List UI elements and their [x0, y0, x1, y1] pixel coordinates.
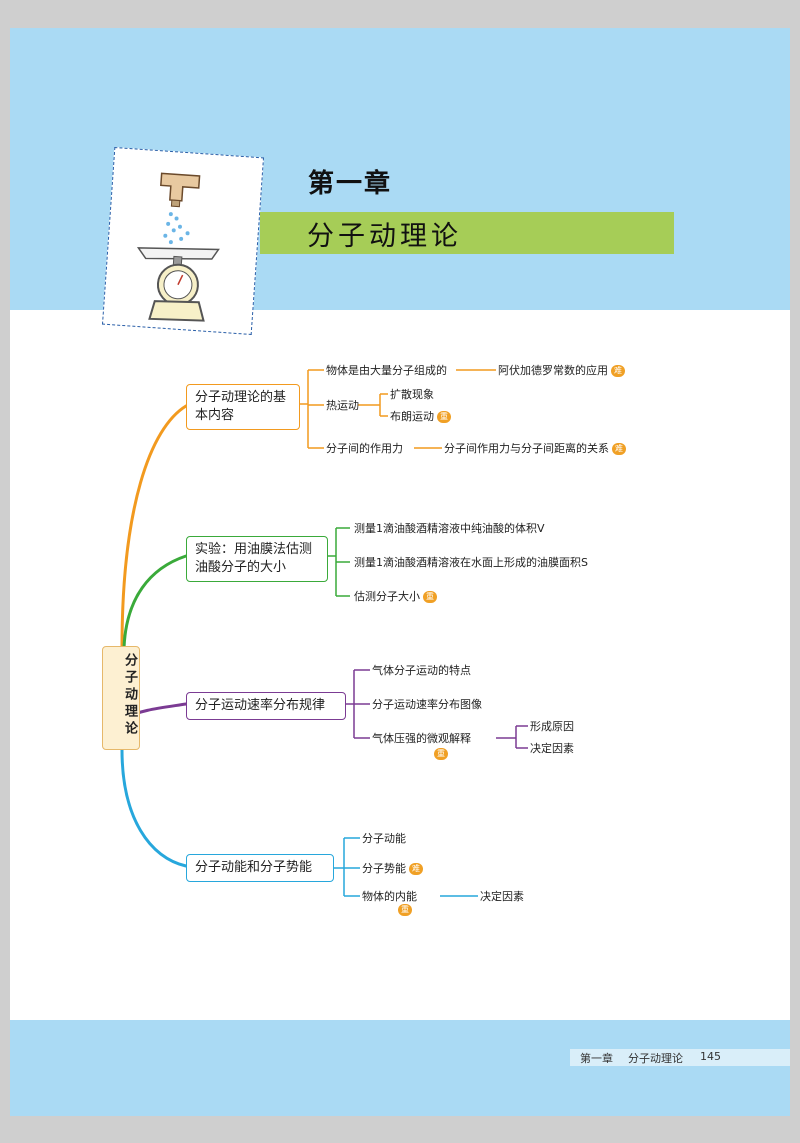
leaf-experiment-2-label: 测量1滴油酸酒精溶液在水面上形成的油膜面积S [354, 556, 588, 569]
branch-basic-content: 分子动理论的基本内容 [186, 384, 300, 430]
leaf-basic-1a: 阿伏加德罗常数的应用难 [498, 362, 625, 378]
leaf-basic-3: 分子间的作用力 [326, 440, 403, 456]
leaf-speed-1: 气体分子运动的特点 [372, 662, 471, 678]
leaf-energy-2-label: 分子势能 [362, 862, 406, 875]
branch-speed-label: 分子运动速率分布规律 [195, 698, 326, 713]
important-badge: 重 [434, 748, 448, 760]
branch-experiment-label: 实验：用油膜法估测油酸分子的大小 [195, 542, 313, 575]
chapter-title-bar [260, 212, 674, 254]
illustration-card [101, 146, 265, 336]
footer-strip [570, 1049, 790, 1066]
leaf-basic-3-label: 分子间的作用力 [326, 442, 403, 455]
leaf-basic-2: 热运动 [326, 397, 359, 413]
mindmap-root-label: 分子动理论 [122, 653, 137, 738]
leaf-experiment-1-label: 测量1滴油酸酒精溶液中纯油酸的体积V [354, 522, 545, 535]
leaf-basic-2b-label: 布朗运动 [390, 410, 434, 423]
leaf-experiment-1: 测量1滴油酸酒精溶液中纯油酸的体积V [354, 520, 545, 536]
important-badge: 重 [423, 591, 437, 603]
leaf-speed-2-label: 分子运动速率分布图像 [372, 698, 482, 711]
chapter-label: 第一章 [308, 169, 393, 199]
leaf-speed-3b: 决定因素 [530, 740, 574, 756]
branch-basic-label: 分子动理论的基本内容 [195, 390, 287, 423]
leaf-energy-1: 分子动能 [362, 830, 406, 846]
mindmap-connectors [120, 369, 528, 897]
mindmap-root: 分子动理论 [102, 646, 140, 750]
leaf-energy-3-label: 物体的内能 [362, 890, 417, 903]
leaf-basic-2a-label: 扩散现象 [390, 388, 434, 401]
difficult-badge: 难 [409, 863, 423, 875]
leaf-speed-3: 气体压强的微观解释 [372, 730, 471, 746]
leaf-experiment-2: 测量1滴油酸酒精溶液在水面上形成的油膜面积S [354, 554, 588, 570]
footer-chapter: 第一章 [580, 1052, 613, 1065]
leaf-experiment-3: 估测分子大小重 [354, 588, 437, 604]
leaf-speed-3a-label: 形成原因 [530, 720, 574, 733]
branch-energy-label: 分子动能和分子势能 [195, 860, 313, 875]
leaf-energy-2: 分子势能难 [362, 860, 423, 876]
leaf-energy-3a: 决定因素 [480, 888, 524, 904]
important-badge: 重 [437, 411, 451, 423]
leaf-energy-3a-label: 决定因素 [480, 890, 524, 903]
leaf-basic-1-label: 物体是由大量分子组成的 [326, 364, 447, 377]
important-badge: 重 [398, 904, 412, 916]
leaf-basic-3a-label: 分子间作用力与分子间距离的关系 [444, 442, 609, 455]
leaf-basic-2a: 扩散现象 [390, 386, 434, 402]
leaf-experiment-3-label: 估测分子大小 [354, 590, 420, 603]
leaf-basic-1a-label: 阿伏加德罗常数的应用 [498, 364, 608, 377]
leaf-speed-3a: 形成原因 [530, 718, 574, 734]
leaf-speed-2: 分子运动速率分布图像 [372, 696, 482, 712]
leaf-speed-3b-label: 决定因素 [530, 742, 574, 755]
branch-speed-distribution: 分子运动速率分布规律 [186, 692, 346, 720]
leaf-basic-2b: 布朗运动重 [390, 408, 451, 424]
branch-energy: 分子动能和分子势能 [186, 854, 334, 882]
difficult-badge: 难 [611, 365, 625, 377]
leaf-basic-1: 物体是由大量分子组成的 [326, 362, 447, 378]
leaf-basic-2-label: 热运动 [326, 399, 359, 412]
footer-band [10, 1020, 790, 1116]
difficult-badge: 难 [612, 443, 626, 455]
page-number: 145 [700, 1050, 721, 1063]
leaf-energy-1-label: 分子动能 [362, 832, 406, 845]
leaf-basic-3a: 分子间作用力与分子间距离的关系难 [444, 440, 626, 456]
leaf-energy-3: 物体的内能 [362, 888, 417, 904]
branch-experiment: 实验：用油膜法估测油酸分子的大小 [186, 536, 328, 582]
scale-faucet-illustration [136, 172, 220, 322]
chapter-title: 分子动理论 [307, 221, 462, 252]
leaf-speed-3-label: 气体压强的微观解释 [372, 732, 471, 745]
page: 第一章 分子动理论 分子动 [10, 28, 790, 1116]
footer-title: 分子动理论 [628, 1052, 683, 1065]
leaf-speed-1-label: 气体分子运动的特点 [372, 664, 471, 677]
